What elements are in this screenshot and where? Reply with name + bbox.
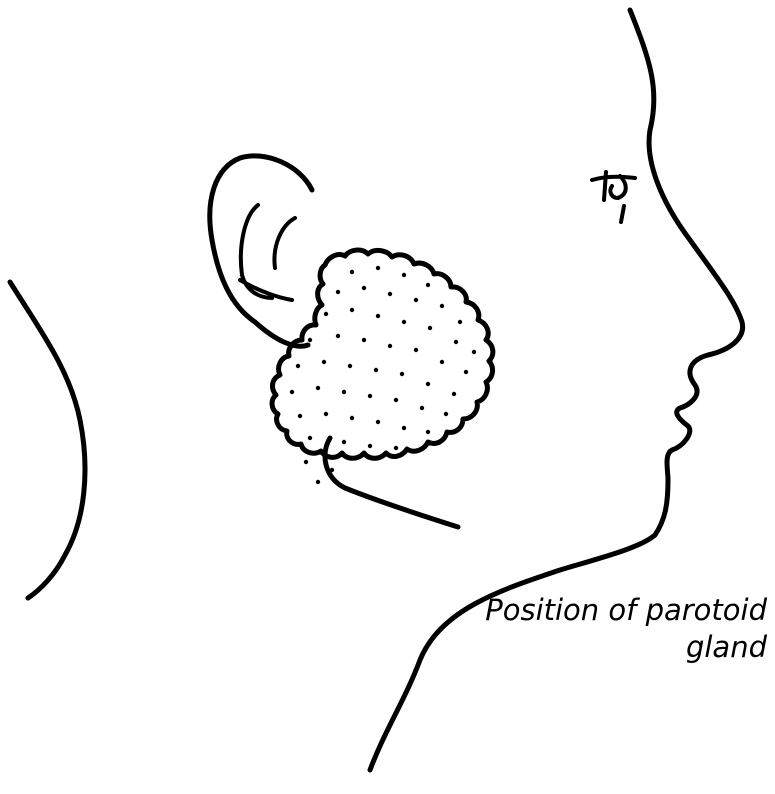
parotoid-gland-outline [272,250,493,458]
ear-antihelix [274,218,295,268]
caption-line-1: Position of parotoid [407,592,767,629]
eye-tear-mark [621,206,624,222]
head-back-outline [10,282,85,598]
caption-line-2: gland [407,629,767,666]
diagram-caption: Position of parotoid gland [407,592,767,666]
ear-outer-outline [210,156,312,346]
eye-lash [592,177,635,180]
jaw-line [325,438,458,527]
